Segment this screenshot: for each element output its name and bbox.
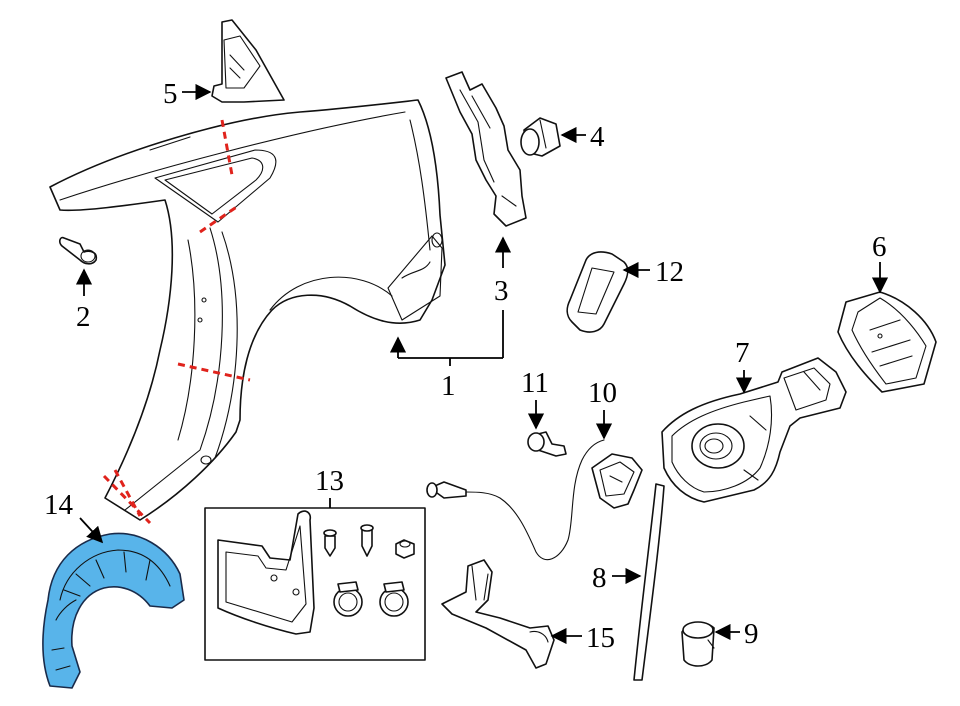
- callout-15[interactable]: 15: [550, 622, 615, 654]
- part-12-seal[interactable]: [566, 251, 629, 333]
- part-7-filler-housing[interactable]: [661, 357, 847, 503]
- callout-label-5: 5: [163, 78, 178, 110]
- callout-5[interactable]: 5: [163, 78, 212, 110]
- callout-label-9: 9: [744, 618, 759, 650]
- part-3-reinforcement[interactable]: [445, 71, 527, 227]
- part-6-fuel-door[interactable]: [837, 291, 937, 393]
- cut-line-roof: [220, 119, 234, 176]
- cut-line-rocker-2: [113, 469, 142, 517]
- callout-13[interactable]: 13: [315, 465, 344, 508]
- part-8-drain-hose[interactable]: [633, 483, 665, 681]
- callout-label-15: 15: [586, 622, 615, 654]
- callout-label-3: 3: [494, 275, 509, 307]
- cut-lines: [102, 119, 251, 525]
- part-14-wheel-liner[interactable]: [42, 532, 185, 689]
- part-11-screw[interactable]: [527, 431, 567, 457]
- part-5-bracket[interactable]: [211, 19, 285, 103]
- callout-11[interactable]: 11: [521, 367, 549, 430]
- callout-2[interactable]: 2: [75, 268, 93, 333]
- callout-7[interactable]: 7: [735, 337, 753, 394]
- callout-12[interactable]: 12: [622, 256, 684, 288]
- quarter-panel[interactable]: [49, 99, 446, 521]
- cut-line-pillar: [199, 204, 239, 234]
- callout-label-12: 12: [655, 256, 684, 288]
- cut-line-rocker: [102, 474, 152, 525]
- callout-label-13: 13: [315, 465, 344, 497]
- callout-label-10: 10: [588, 377, 617, 409]
- callout-10[interactable]: 10: [588, 377, 617, 440]
- callout-8[interactable]: 8: [592, 562, 642, 594]
- callout-label-1: 1: [441, 370, 456, 402]
- callout-label-14: 14: [44, 489, 74, 521]
- callout-label-8: 8: [592, 562, 607, 594]
- callout-3[interactable]: 3: [494, 236, 512, 307]
- part-10-actuator[interactable]: [426, 439, 643, 561]
- part-4-plug[interactable]: [520, 117, 561, 157]
- callout-1[interactable]: 1: [389, 310, 504, 402]
- callout-14[interactable]: 14: [44, 489, 104, 544]
- callout-label-11: 11: [521, 367, 549, 399]
- callout-9[interactable]: 9: [714, 618, 759, 650]
- cut-line-lower: [177, 362, 251, 382]
- callout-label-6: 6: [872, 231, 887, 263]
- callout-label-2: 2: [76, 301, 91, 333]
- callout-6[interactable]: 6: [871, 231, 889, 294]
- part-15-bracket[interactable]: [441, 559, 555, 669]
- callout-label-4: 4: [590, 121, 605, 153]
- callout-4[interactable]: 4: [560, 121, 605, 153]
- callout-label-7: 7: [735, 337, 750, 369]
- part-9-grommet[interactable]: [681, 621, 715, 667]
- part-2-bolt[interactable]: [59, 236, 98, 265]
- part-13-mudguard-kit[interactable]: [204, 507, 426, 661]
